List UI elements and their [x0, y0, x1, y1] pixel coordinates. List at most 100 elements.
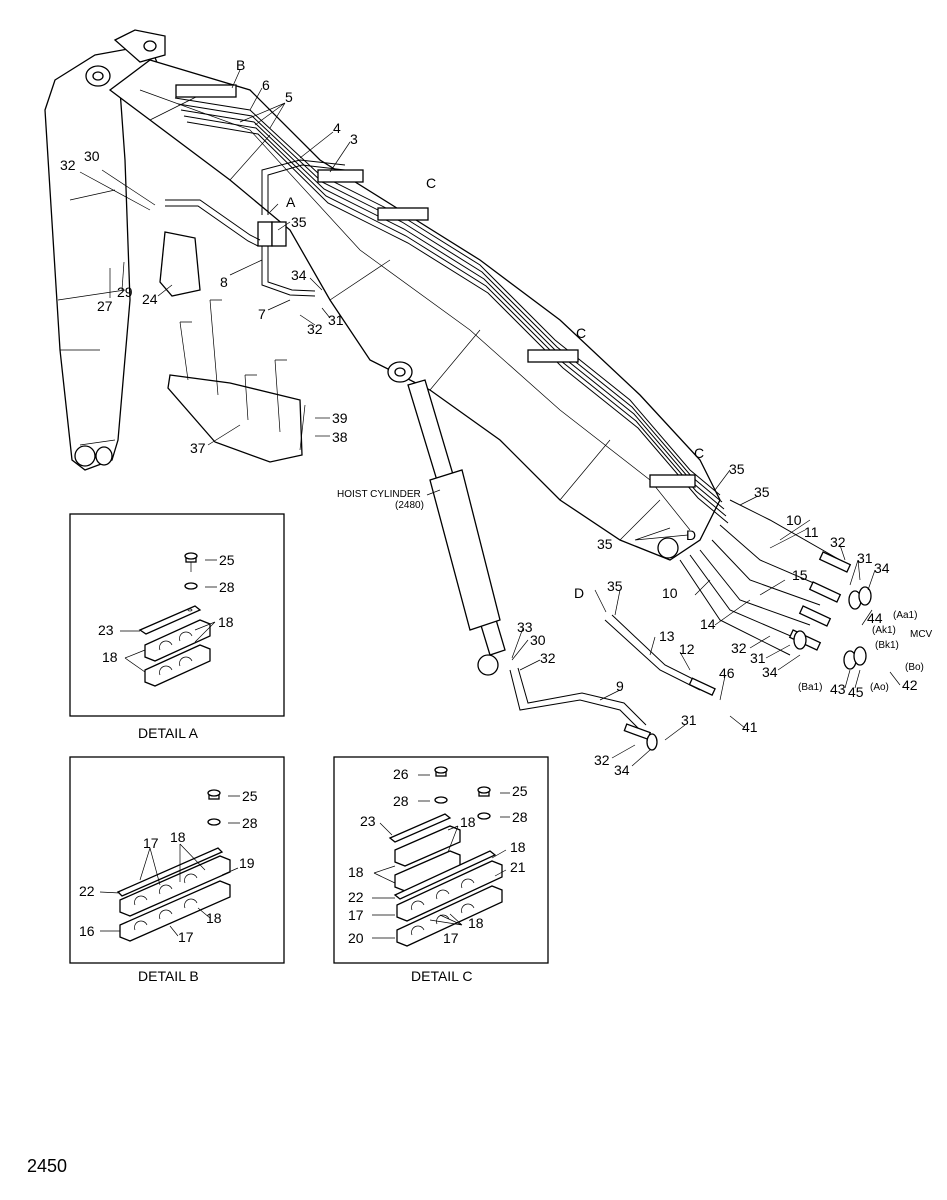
port-label-bo: (Bo) — [905, 662, 924, 673]
callout-32-top: 32 — [60, 157, 76, 173]
callout-C-2: C — [576, 325, 586, 341]
callout-44: 44 — [867, 610, 883, 626]
callout-A: A — [286, 194, 296, 210]
detail-c-label-21: 21 — [510, 859, 526, 875]
detail-a-label-18-right: 18 — [218, 614, 234, 630]
callout-46: 46 — [719, 665, 735, 681]
callout-14: 14 — [700, 616, 716, 632]
port-label-ak1: (Ak1) — [872, 625, 896, 636]
callout-31-top: 31 — [328, 312, 344, 328]
callout-3: 3 — [350, 131, 358, 147]
detail-c-label-23: 23 — [360, 813, 376, 829]
callout-32-cyl: 32 — [540, 650, 556, 666]
callout-24: 24 — [142, 291, 158, 307]
callout-15: 15 — [792, 567, 808, 583]
detail-b-panel: 25 28 17 18 19 22 18 16 17 DETAIL B — [69, 756, 285, 984]
detail-a-label-25: 25 — [219, 552, 235, 568]
detail-c-label-18-left: 18 — [348, 864, 364, 880]
detail-c-label-18-bottom: 18 — [468, 915, 484, 931]
detail-c-label-28-left: 28 — [393, 793, 409, 809]
callout-34-bottom: 34 — [614, 762, 630, 778]
callout-32-bottom: 32 — [594, 752, 610, 768]
detail-c-label-17-left: 17 — [348, 907, 364, 923]
callout-33: 33 — [517, 619, 533, 635]
callout-5: 5 — [285, 89, 293, 105]
detail-b-label-18-bottom: 18 — [206, 910, 222, 926]
callout-10-bottom: 10 — [662, 585, 678, 601]
detail-b-label-17-bottom: 17 — [178, 929, 194, 945]
port-label-bk1: (Bk1) — [875, 640, 899, 651]
detail-c-label-20: 20 — [348, 930, 364, 946]
detail-c-title: DETAIL C — [411, 968, 472, 984]
detail-b-label-22: 22 — [79, 883, 95, 899]
callout-27: 27 — [97, 298, 113, 314]
callout-12: 12 — [679, 641, 695, 657]
callout-35-top: 35 — [291, 214, 307, 230]
hoist-cylinder-name: HOIST CYLINDER — [337, 489, 421, 500]
callout-32-right: 32 — [830, 534, 846, 550]
callout-32-mid: 32 — [307, 321, 323, 337]
page-number: 2450 — [27, 1156, 67, 1176]
detail-c-label-28-right: 28 — [512, 809, 528, 825]
callout-6: 6 — [262, 77, 270, 93]
part-callouts: B 6 5 4 3 A 35 30 32 C C C 8 34 27 29 24… — [60, 57, 918, 778]
mcv-port-labels: (Aa1) (Ak1) MCV (Bk1) (Bo) (Ao) (Ba1) — [798, 610, 933, 693]
callout-31-lower: 31 — [750, 650, 766, 666]
callout-39: 39 — [332, 410, 348, 426]
callout-7: 7 — [258, 306, 266, 322]
callout-31-right: 31 — [857, 550, 873, 566]
callout-35-right-a: 35 — [729, 461, 745, 477]
hoist-cylinder-label: HOIST CYLINDER (2480) — [337, 489, 441, 511]
detail-a-label-23: 23 — [98, 622, 114, 638]
callout-B: B — [236, 57, 245, 73]
callout-8: 8 — [220, 274, 228, 290]
callout-C-3: C — [694, 445, 704, 461]
callout-32-lower: 32 — [731, 640, 747, 656]
callout-35-left: 35 — [597, 536, 613, 552]
detail-c-panel: 26 25 28 28 23 18 18 18 22 21 17 18 20 1… — [333, 756, 549, 984]
detail-b-title: DETAIL B — [138, 968, 199, 984]
port-label-mcv: MCV — [910, 629, 933, 640]
detail-a-panel: 25 28 23 18 18 DETAIL A — [69, 513, 285, 741]
callout-34-top: 34 — [291, 267, 307, 283]
detail-c-label-22: 22 — [348, 889, 364, 905]
callout-9: 9 — [616, 678, 624, 694]
callout-38: 38 — [332, 429, 348, 445]
port-label-ba1: (Ba1) — [798, 682, 822, 693]
callout-10-top: 10 — [786, 512, 802, 528]
callout-37: 37 — [190, 440, 206, 456]
hoist-cylinder-ref: (2480) — [395, 500, 424, 511]
callout-43: 43 — [830, 681, 846, 697]
leader-lines — [79, 69, 901, 767]
callout-29: 29 — [117, 284, 133, 300]
callout-30-lower: 30 — [530, 632, 546, 648]
detail-a-label-28: 28 — [219, 579, 235, 595]
detail-c-label-26: 26 — [393, 766, 409, 782]
callout-45: 45 — [848, 684, 864, 700]
detail-b-label-25: 25 — [242, 788, 258, 804]
detail-b-label-16: 16 — [79, 923, 95, 939]
callout-35-d: 35 — [607, 578, 623, 594]
callout-34-lower: 34 — [762, 664, 778, 680]
detail-c-label-18-top: 18 — [460, 814, 476, 830]
detail-b-label-17-top: 17 — [143, 835, 159, 851]
hydraulic-line-bundle — [165, 84, 872, 751]
port-label-ao: (Ao) — [870, 682, 889, 693]
detail-b-label-28: 28 — [242, 815, 258, 831]
detail-c-label-25: 25 — [512, 783, 528, 799]
callout-C-1: C — [426, 175, 436, 191]
callout-41: 41 — [742, 719, 758, 735]
detail-b-label-19: 19 — [239, 855, 255, 871]
detail-a-label-18-left: 18 — [102, 649, 118, 665]
callout-30-top: 30 — [84, 148, 100, 164]
detail-b-label-18-top: 18 — [170, 829, 186, 845]
callout-D-top: D — [686, 527, 696, 543]
callout-4: 4 — [333, 120, 341, 136]
port-label-aa1: (Aa1) — [893, 610, 917, 621]
callout-D-left: D — [574, 585, 584, 601]
callout-42: 42 — [902, 677, 918, 693]
callout-13: 13 — [659, 628, 675, 644]
callout-35-right-b: 35 — [754, 484, 770, 500]
